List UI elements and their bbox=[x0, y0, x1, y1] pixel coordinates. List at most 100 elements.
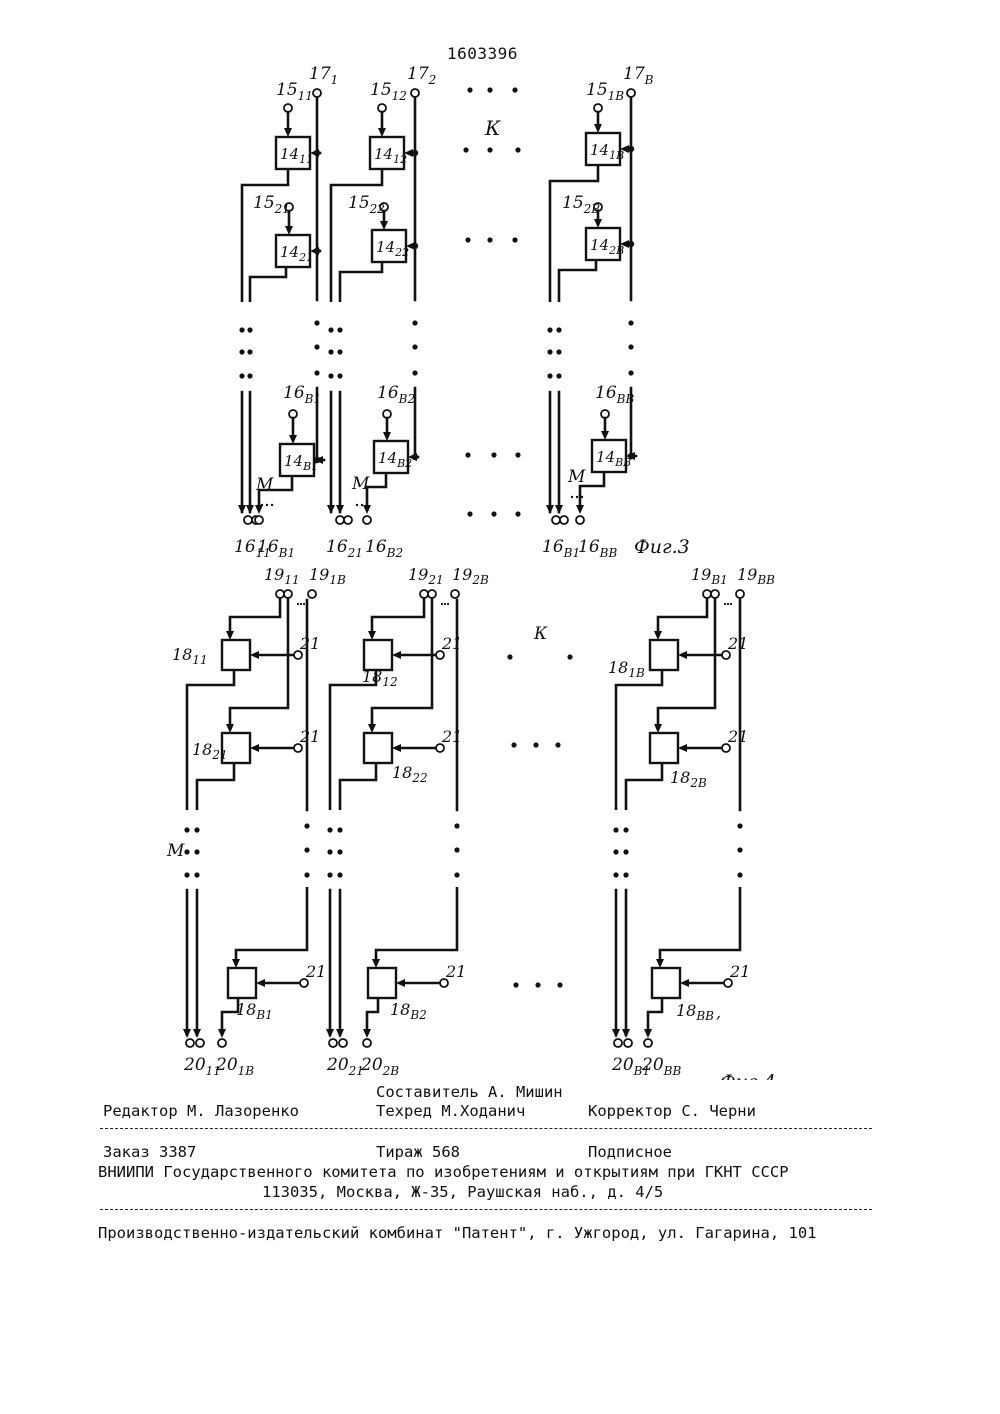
output-terminal bbox=[614, 1039, 622, 1047]
block-18 bbox=[228, 968, 256, 998]
footer-address: 113035, Москва, Ж-35, Раушская наб., д. … bbox=[262, 1183, 663, 1201]
output-arrowhead bbox=[246, 505, 254, 514]
input-arrowhead bbox=[656, 959, 664, 968]
block-label: 18ВВ bbox=[676, 1001, 714, 1023]
continuation-dot bbox=[337, 327, 342, 332]
continuation-dot bbox=[184, 872, 189, 877]
output-terminal bbox=[363, 516, 371, 524]
input-arrowhead bbox=[654, 724, 662, 733]
ellipsis-dot bbox=[571, 496, 573, 498]
output-terminal bbox=[255, 516, 263, 524]
continuation-dot bbox=[556, 349, 561, 354]
continuation-dot bbox=[547, 373, 552, 378]
label-m: М bbox=[255, 475, 274, 495]
block-label: 18В1 bbox=[236, 1000, 273, 1022]
input-wire bbox=[230, 598, 280, 633]
column-gap-dot bbox=[491, 511, 496, 516]
ellipsis-dot bbox=[366, 504, 368, 506]
clock-label: 21 bbox=[445, 962, 466, 981]
bus-continuation-dot bbox=[454, 872, 459, 877]
footer-compiler: Составитель А. Мишин bbox=[376, 1083, 563, 1101]
output-arrowhead bbox=[622, 1029, 630, 1038]
input-label: 152В bbox=[562, 193, 600, 216]
output-wire bbox=[340, 763, 376, 810]
bus-continuation-dot bbox=[304, 847, 309, 852]
output-label: 16В2 bbox=[365, 537, 403, 560]
column-gap-dot bbox=[535, 982, 540, 987]
column-gap-dot bbox=[557, 982, 562, 987]
label-m: М bbox=[567, 467, 586, 487]
label-m: М bbox=[351, 474, 370, 494]
ellipsis-dot bbox=[300, 603, 302, 605]
output-arrowhead bbox=[576, 505, 584, 514]
continuation-dot bbox=[623, 827, 628, 832]
column-gap-dot bbox=[463, 147, 468, 152]
footer-editor: Редактор М. Лазоренко bbox=[103, 1102, 299, 1120]
ellipsis-dot bbox=[266, 504, 268, 506]
block-label: 18В2 bbox=[390, 1000, 427, 1022]
bus-continuation-dot bbox=[628, 370, 633, 375]
figure-caption: Фиг.3 bbox=[634, 536, 690, 558]
output-arrowhead bbox=[336, 1029, 344, 1038]
column-gap-dot bbox=[512, 87, 517, 92]
bus-terminal bbox=[627, 89, 635, 97]
bus-continuation-dot bbox=[304, 823, 309, 828]
column-gap-dot bbox=[465, 452, 470, 457]
continuation-dot bbox=[247, 327, 252, 332]
bus-continuation-dot bbox=[737, 847, 742, 852]
input-arrowhead bbox=[594, 124, 602, 133]
continuation-dot bbox=[247, 373, 252, 378]
bus-continuation-dot bbox=[454, 823, 459, 828]
continuation-dot bbox=[547, 349, 552, 354]
ellipsis-dot bbox=[730, 603, 732, 605]
output-label: 16В1 bbox=[542, 537, 580, 560]
input-terminal bbox=[276, 590, 284, 598]
continuation-dot bbox=[194, 872, 199, 877]
output-arrowhead bbox=[336, 505, 344, 514]
continuation-dot bbox=[337, 349, 342, 354]
block-18 bbox=[652, 968, 680, 998]
block-18 bbox=[650, 640, 678, 670]
column-gap-dot bbox=[515, 147, 520, 152]
input-terminal bbox=[284, 590, 292, 598]
junction-dot bbox=[628, 241, 634, 247]
column-gap-dot bbox=[567, 654, 572, 659]
block-18 bbox=[222, 640, 250, 670]
input-terminal bbox=[308, 590, 316, 598]
input-arrowhead bbox=[378, 128, 386, 137]
column-gap-dot bbox=[511, 742, 516, 747]
block-label: 182В bbox=[670, 768, 707, 790]
block-18 bbox=[368, 968, 396, 998]
input-arrowhead bbox=[232, 959, 240, 968]
output-label: 2021 bbox=[326, 1055, 364, 1078]
column-gap-dot bbox=[487, 87, 492, 92]
column-gap-dot bbox=[487, 147, 492, 152]
clock-label: 21 bbox=[299, 634, 320, 653]
ellipsis-dot bbox=[447, 603, 449, 605]
output-arrowhead bbox=[363, 505, 371, 514]
output-wire bbox=[648, 998, 662, 1032]
output-arrowhead bbox=[546, 505, 554, 514]
input-label: 16ВВ bbox=[595, 383, 634, 406]
continuation-dot bbox=[328, 373, 333, 378]
figure-caption: Фиг.4 bbox=[720, 1071, 776, 1080]
output-terminal bbox=[186, 1039, 194, 1047]
output-terminal bbox=[336, 516, 344, 524]
column-bus-line bbox=[660, 887, 740, 962]
input-arrowhead bbox=[654, 631, 662, 640]
footer-organization: ВНИИПИ Государственного комитета по изоб… bbox=[98, 1163, 789, 1181]
continuation-dot bbox=[184, 827, 189, 832]
clock-arrowhead bbox=[680, 979, 689, 987]
input-arrowhead bbox=[226, 631, 234, 640]
ellipsis-dot bbox=[581, 496, 583, 498]
input-label: 19В1 bbox=[691, 565, 728, 587]
input-arrowhead bbox=[289, 435, 297, 444]
column-bus-line bbox=[376, 887, 457, 962]
junction-dot bbox=[314, 248, 320, 254]
continuation-dot bbox=[184, 849, 189, 854]
input-terminal bbox=[451, 590, 459, 598]
label-m: М bbox=[166, 841, 185, 861]
clock-arrowhead bbox=[678, 744, 687, 752]
input-arrowhead bbox=[284, 128, 292, 137]
column-gap-dot bbox=[555, 742, 560, 747]
